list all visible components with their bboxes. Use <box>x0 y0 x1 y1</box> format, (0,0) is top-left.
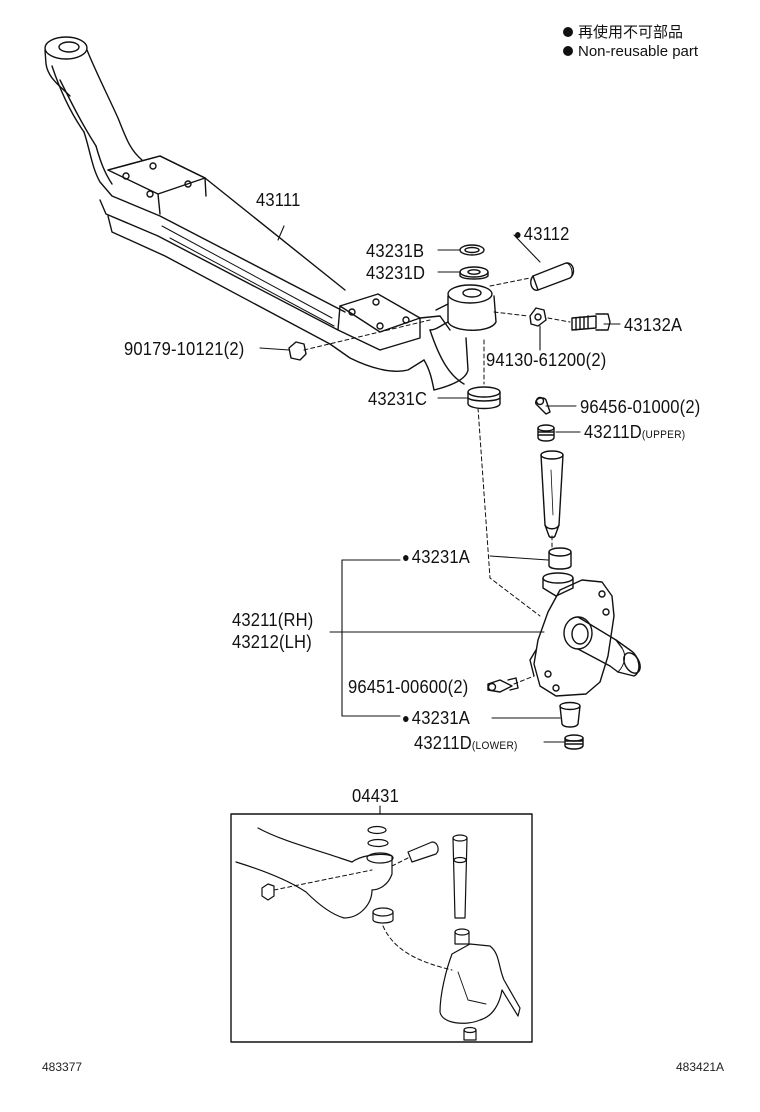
axle-beam-drawing <box>44 36 497 391</box>
cap-upper-drawing <box>537 424 555 442</box>
kit-inset-drawing <box>235 825 521 1041</box>
label-shim-b: 43231B <box>366 241 425 261</box>
label-bolt: 43132A <box>624 315 683 335</box>
legend-jp-text: 再使用不可部品 <box>578 24 684 41</box>
label-grease-fitting-upper: 96456-01000(2) <box>580 397 701 417</box>
bushing-lower-drawing <box>559 701 581 728</box>
label-knuckle-lh: 43212(LH) <box>232 632 312 652</box>
footer-left-code: 483377 <box>42 1060 83 1074</box>
label-cap-upper-num: 43211D <box>584 422 642 442</box>
label-cap-upper: 43211D(UPPER) <box>584 422 685 445</box>
label-shim-d: 43231D <box>366 263 426 283</box>
label-kingpin-lock: 43112 <box>514 224 570 245</box>
bushing-upper-drawing <box>548 547 572 570</box>
bearing-43231c-drawing <box>467 386 501 410</box>
shim-43231b-drawing <box>459 244 485 256</box>
dashed-assembly-lines <box>303 277 571 685</box>
nut-drawing <box>529 307 547 327</box>
nut-90179-drawing <box>288 341 307 361</box>
bullet-icon <box>563 46 573 56</box>
label-cap-upper-note: (UPPER) <box>641 429 686 441</box>
label-bushing-lower: 43231A <box>402 708 470 729</box>
legend-en-text: Non-reusable part <box>578 43 699 60</box>
label-knuckle-rh: 43211(RH) <box>232 610 314 630</box>
kit-inset-frame <box>230 813 533 1043</box>
lock-pin-43112-drawing <box>530 262 575 291</box>
label-axle-beam: 43111 <box>256 190 301 210</box>
cap-lower-drawing <box>564 734 584 750</box>
label-bearing-c: 43231C <box>368 389 428 409</box>
legend-en: Non-reusable part <box>563 43 698 61</box>
legend-jp: 再使用不可部品 <box>563 24 683 42</box>
bullet-icon <box>563 27 573 37</box>
label-cap-lower-num: 43211D <box>414 733 472 753</box>
shim-43231d-drawing <box>459 266 489 278</box>
king-pin-drawing <box>540 450 564 539</box>
bolt-43132a-drawing <box>571 313 611 331</box>
grease-fitting-upper-drawing <box>535 396 551 415</box>
label-bushing-upper: 43231A <box>402 547 470 568</box>
steering-knuckle-drawing <box>529 572 641 697</box>
label-bushing-nut: 90179-10121(2) <box>124 339 245 359</box>
label-grease-fitting-lower: 96451-00600(2) <box>348 677 469 697</box>
label-nut: 94130-61200(2) <box>486 350 607 370</box>
label-kit: 04431 <box>352 786 399 806</box>
label-cap-lower: 43211D(LOWER) <box>414 733 518 756</box>
label-cap-lower-note: (LOWER) <box>471 740 518 752</box>
leader-lines <box>259 225 621 743</box>
footer-right-code: 483421A <box>676 1060 725 1074</box>
grease-fitting-lower-drawing <box>487 677 519 693</box>
